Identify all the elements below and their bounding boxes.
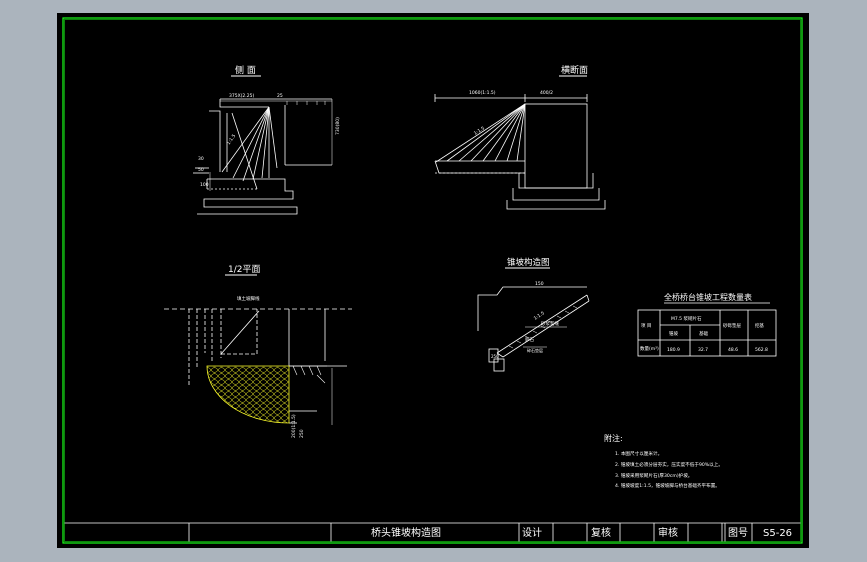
inner-border [64, 19, 801, 542]
section-view-title: 横断面 [561, 64, 588, 76]
side-dim-right: 730(80) [335, 117, 341, 135]
cone-label-mortar: 砂浆勾缝 [541, 320, 559, 327]
table-value-3: 48.6 [728, 347, 738, 353]
cone-stone-fill [206, 365, 290, 424]
quantity-table-title: 全桥桥台锥坡工程数量表 [664, 292, 752, 302]
drawing-number: S5-26 [763, 528, 792, 539]
table-row-label: 数量(m³) [640, 345, 659, 352]
cone-view-title: 锥坡构造图 [507, 257, 550, 268]
title-block: 桥头锥坡构造图 设计 复核 审核 图号 S5-26 [64, 522, 801, 542]
cone-dim-bottom: 250 [491, 354, 499, 359]
side-slope-label: 1:1.5 [226, 133, 238, 146]
table-value-4: 562.8 [755, 347, 768, 353]
notes-title: 附注: [604, 433, 623, 443]
plan-note: 填土坡脚线 [237, 295, 260, 302]
cone-label-gravel: 碎石垫层 [527, 347, 543, 353]
side-dim-b3: 100 [200, 182, 209, 188]
side-dim-top: 375X(2.25) [229, 93, 254, 99]
side-view: 侧 面 [193, 64, 341, 215]
drawing-sheet: 侧 面 [57, 13, 809, 548]
cone-detail-view: 锥坡构造图 150 1:1.5 砂浆勾缝 卵石 碎石垫层 250 [477, 257, 590, 372]
plan-view-title: 1/2平面 [228, 264, 261, 275]
side-dim-b1: 30 [198, 156, 204, 162]
cad-drawing: 侧 面 [62, 17, 803, 544]
side-dim-top-small: 25 [277, 93, 283, 99]
side-view-title: 侧 面 [235, 64, 256, 76]
table-head-col3: 砂砾垫层 [723, 322, 741, 329]
cone-slope-label: 1:1.5 [533, 310, 546, 321]
drawing-title: 桥头锥坡构造图 [371, 526, 441, 539]
section-slope-label: 1:1.5 [473, 125, 486, 136]
note-item: 2. 锥坡填土必须分层夯实，压实度不低于90%以上。 [615, 461, 723, 468]
quantity-table: 全桥桥台锥坡工程数量表 项 目 M7.5 浆砌片石 锥坡 基础 砂砾垫层 挖基 … [637, 292, 777, 357]
note-item: 3. 锥坡采用浆砌片石(厚30cm)护坡。 [615, 472, 692, 479]
section-dim-right: 400/2 [540, 90, 553, 96]
cone-dim-top: 150 [535, 281, 544, 287]
table-head-col4: 挖基 [755, 322, 764, 329]
approve-label: 审核 [658, 526, 678, 539]
drawing-number-label: 图号 [728, 527, 748, 539]
review-label: 复核 [591, 526, 611, 539]
half-plan-view: 1/2平面 [164, 264, 352, 438]
section-dim-left: 1060(1:1.5) [469, 90, 496, 96]
table-head-group: M7.5 浆砌片石 [671, 315, 702, 322]
outer-border [62, 17, 803, 544]
note-item: 1. 本图尺寸以厘米计。 [615, 450, 662, 457]
design-label: 设计 [522, 526, 542, 539]
plan-dim-r1: 200(1:1.5) [291, 414, 297, 438]
cone-label-stone: 卵石 [525, 336, 534, 343]
cross-section-view: 横断面 1060(1:1.5) 400/2 1:1.5 [434, 64, 606, 210]
notes: 附注: 1. 本图尺寸以厘米计。 2. 锥坡填土必须分层夯实，压实度不低于90%… [604, 433, 723, 489]
note-item: 4. 锥坡坡度1:1.5，锥坡坡脚与桥台基础齐平布置。 [615, 482, 720, 489]
table-head-sub2: 基础 [699, 330, 708, 337]
plan-dim-r2: 250 [299, 429, 305, 438]
table-value-2: 32.7 [698, 347, 708, 353]
side-dim-b2: 50 [198, 167, 204, 173]
table-head-sub1: 锥坡 [669, 330, 678, 337]
table-value-1: 180.9 [667, 347, 680, 353]
table-head-item: 项 目 [641, 323, 651, 329]
